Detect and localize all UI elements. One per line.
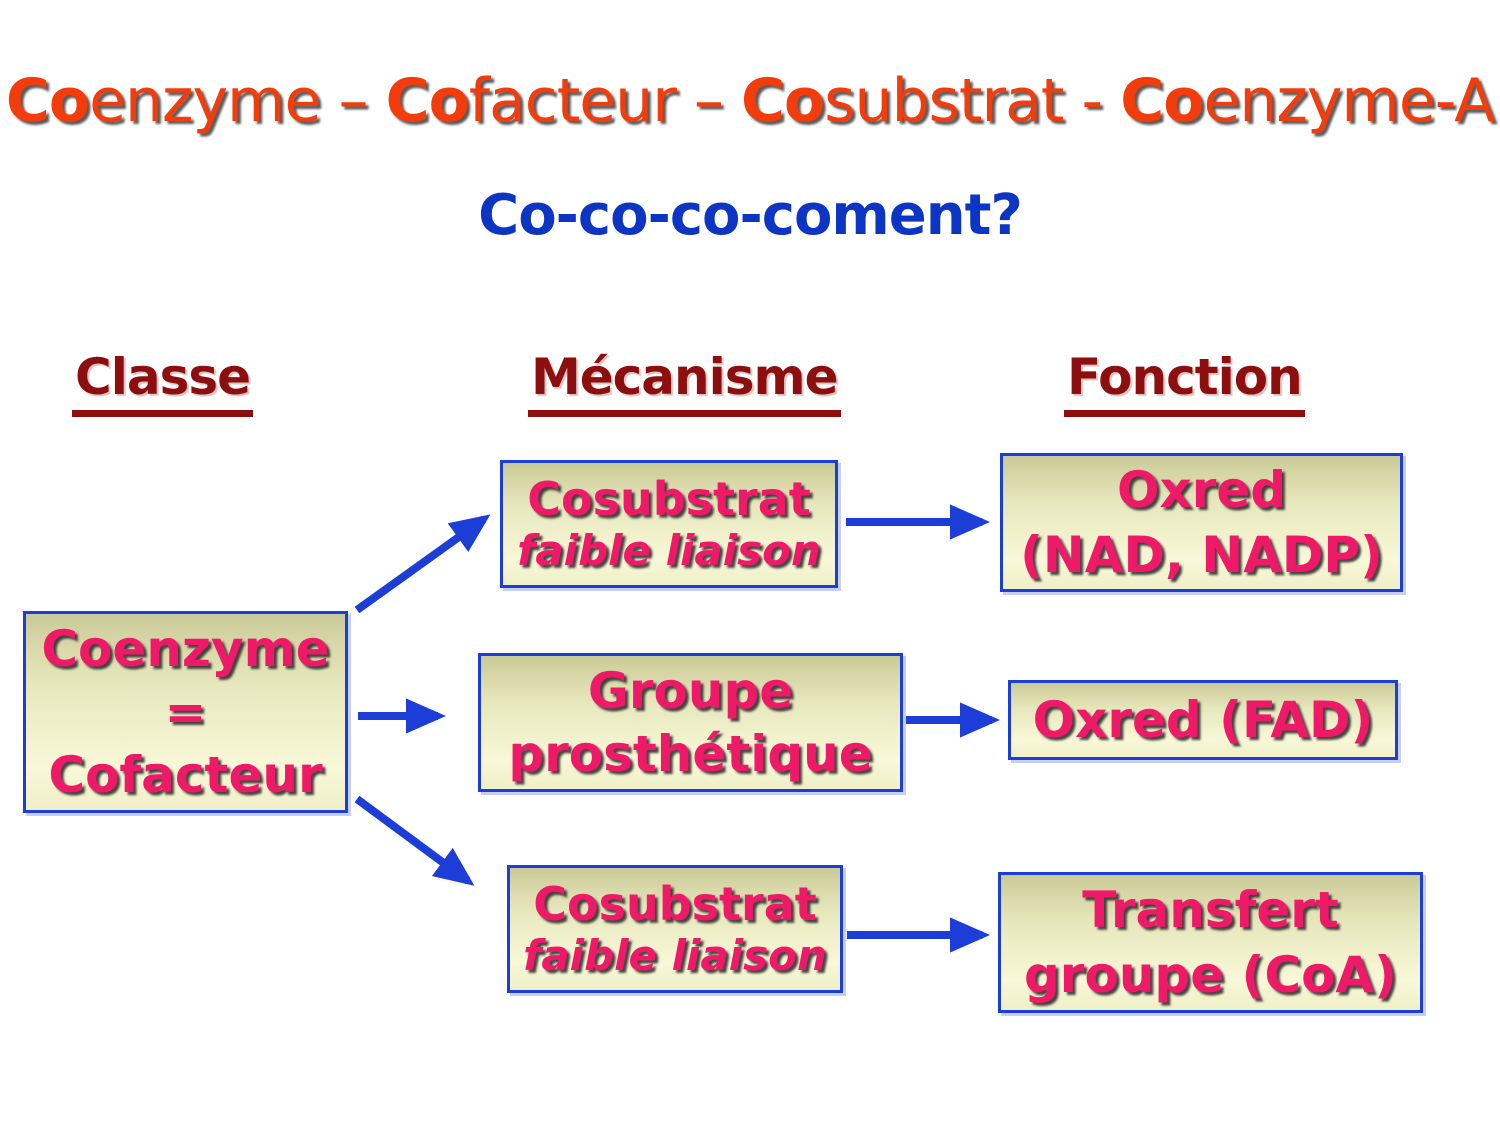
column-header-classe: Classe <box>72 348 254 417</box>
box-cosubstrat-bottom: Cosubstrat faible liaison <box>507 865 843 993</box>
box-cosubstrat-top-subtitle: faible liaison <box>517 526 821 576</box>
title-word-coenzymeA-prefix: Co <box>1120 66 1204 136</box>
title-separator-2: – <box>675 66 742 136</box>
box-groupe-prosthetique: Groupe prosthétique <box>478 653 903 792</box>
box-transfert-groupe-coa: Transfert groupe (CoA) <box>998 872 1423 1013</box>
box-cosubstrat-bottom-title: Cosubstrat <box>533 877 817 932</box>
title-word-coenzyme-rest: enzyme <box>89 66 321 136</box>
box-oxred-nad-line1: Oxred <box>1116 460 1287 519</box>
box-cosubstrat-bottom-subtitle: faible liaison <box>523 931 827 981</box>
arrow-classe-to-cosubstrat-bottom <box>354 795 475 886</box>
title-word-cofacteur-prefix: Co <box>385 66 470 136</box>
slide-subtitle: Co-co-co-coment? <box>478 183 1023 248</box>
box-groupe-line1: Groupe <box>587 662 794 720</box>
box-oxred-fad-line1: Oxred (FAD) <box>1032 691 1374 749</box>
box-groupe-line2: prosthétique <box>508 724 873 783</box>
title-separator-1: – <box>320 66 386 136</box>
title-word-cosubstrat-prefix: Co <box>741 66 825 136</box>
title-word-cofacteur-rest: facteur <box>468 66 677 136</box>
box-coenzyme-equals: = <box>164 682 207 741</box>
box-oxred-nad-nadp: Oxred (NAD, NADP) <box>1000 453 1403 592</box>
box-cosubstrat-top: Cosubstrat faible liaison <box>500 460 838 588</box>
box-cosubstrat-top-title: Cosubstrat <box>527 472 811 527</box>
arrow-classe-to-cosubstrat-top <box>354 514 491 614</box>
title-word-cosubstrat-rest: substrat <box>824 66 1064 136</box>
box-coenzyme-line3: Cofacteur <box>48 745 323 804</box>
column-header-fonction: Fonction <box>1064 348 1305 417</box>
title-separator-3: - <box>1063 66 1121 136</box>
title-word-coenzymeA-rest: enzyme-A <box>1203 66 1495 136</box>
box-coenzyme-cofacteur: Coenzyme = Cofacteur <box>23 611 348 813</box>
box-oxred-nad-line2: (NAD, NADP) <box>1020 525 1383 584</box>
box-transfert-line1: Transfert <box>1082 880 1339 939</box>
column-header-mecanisme: Mécanisme <box>528 348 841 417</box>
title-word-coenzyme-prefix: Co <box>5 66 90 136</box>
box-oxred-fad: Oxred (FAD) <box>1008 680 1398 760</box>
box-coenzyme-line1: Coenzyme <box>41 619 330 678</box>
box-transfert-line2: groupe (CoA) <box>1024 945 1397 1004</box>
page-title: Coenzyme – Cofacteur – Cosubstrat - Coen… <box>0 66 1500 136</box>
